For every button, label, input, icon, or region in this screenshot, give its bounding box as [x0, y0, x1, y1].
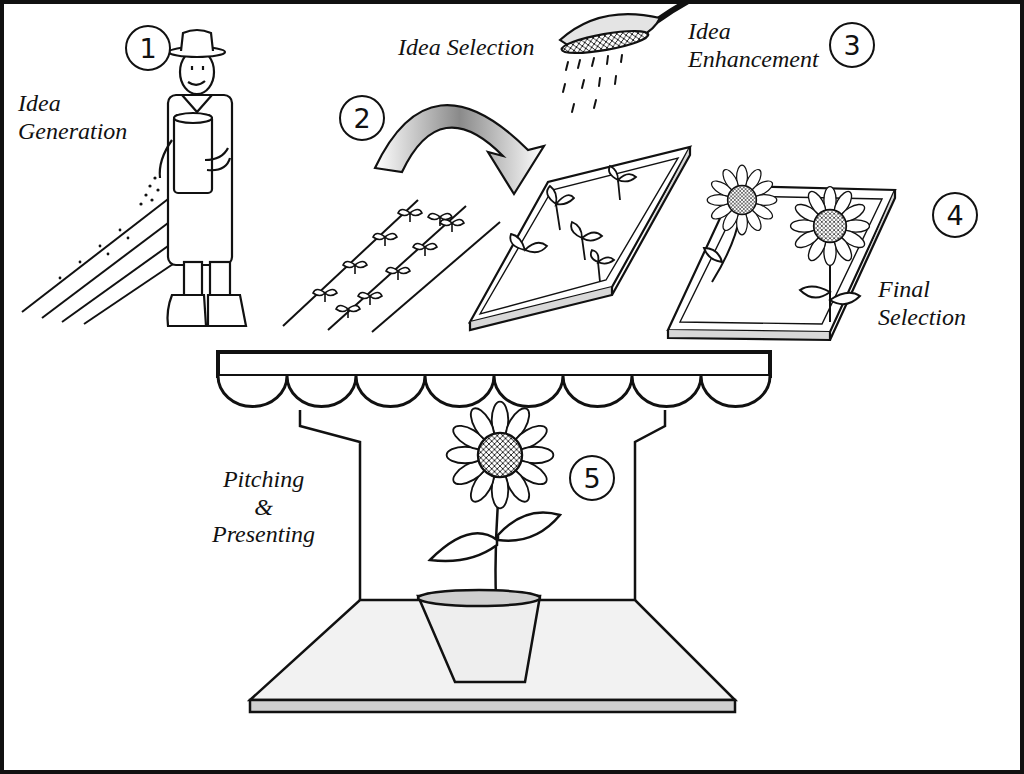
sunflower-tray: [668, 186, 895, 340]
watering-shower: [560, 0, 690, 58]
farmer-figure: [160, 30, 246, 326]
callout-number: 4: [946, 202, 963, 229]
tray-seedlings: [510, 166, 636, 282]
water-drops: [563, 55, 622, 112]
step-label: Idea Selection: [398, 34, 535, 62]
potted-sunflower: [418, 402, 560, 682]
step-number-circle: 5: [569, 455, 615, 501]
step-number-circle: 4: [932, 192, 978, 238]
tray-sunflowers: [704, 165, 869, 322]
callout-number: 3: [843, 32, 860, 59]
callout-number: 2: [353, 105, 370, 132]
step-number-circle: 3: [829, 22, 875, 68]
step-label: Final Selection: [878, 276, 966, 331]
callout-number: 5: [583, 465, 600, 492]
seedlings: [313, 210, 464, 319]
step-label: Idea Generation: [18, 90, 127, 145]
seedling-tray: [470, 147, 690, 330]
step-label: Pitching & Presenting: [212, 466, 315, 549]
step-number-circle: 2: [339, 95, 385, 141]
step-number-circle: 1: [125, 25, 171, 71]
seedling-rows: [283, 200, 500, 332]
seeds: [59, 176, 160, 279]
selection-arrow: [375, 105, 544, 194]
furrows: [22, 196, 182, 324]
callout-number: 1: [139, 35, 156, 62]
step-label: Idea Enhancement: [688, 18, 819, 73]
